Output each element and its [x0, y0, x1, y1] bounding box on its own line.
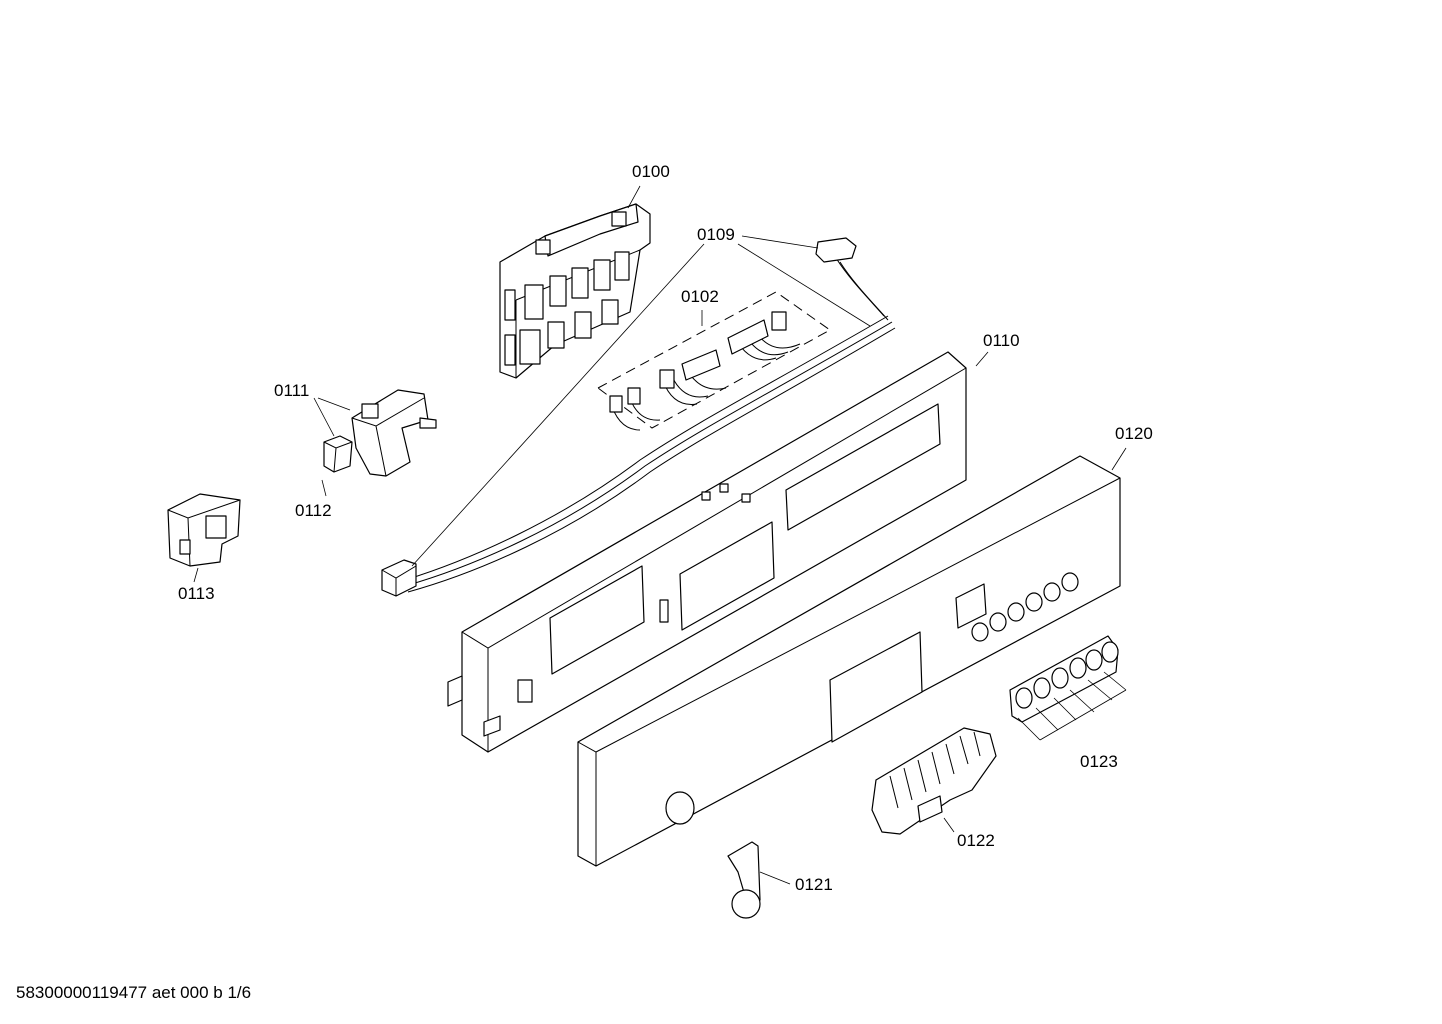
- label-0100: 0100: [632, 162, 670, 181]
- label-0122: 0122: [957, 831, 995, 850]
- label-0120: 0120: [1115, 424, 1153, 443]
- part-0113-switch: [167, 493, 241, 567]
- label-0102: 0102: [681, 287, 719, 306]
- label-0109: 0109: [697, 225, 735, 244]
- part-0121-knob: [727, 841, 761, 919]
- part-0109-wiring-harness: [381, 237, 896, 597]
- part-0123-button-strip: [1009, 635, 1127, 741]
- label-0112: 0112: [295, 501, 332, 520]
- part-0102-connectors: [597, 291, 831, 431]
- label-0111: 0111: [274, 381, 310, 400]
- label-0110: 0110: [983, 331, 1020, 350]
- label-0123: 0123: [1080, 752, 1118, 771]
- label-0113: 0113: [178, 584, 215, 603]
- label-0121: 0121: [795, 875, 833, 894]
- leader-lines: [193, 185, 1127, 885]
- part-0110-inner-frame: [447, 351, 967, 753]
- part-0111-relay: [351, 389, 437, 477]
- part-0112-capacitor: [323, 435, 353, 473]
- part-0100-control-module: [499, 203, 651, 379]
- part-0122-grip: [871, 727, 997, 835]
- part-0120-front-panel: [577, 455, 1121, 867]
- drawing-reference-number: 58300000119477 aet 000 b 1/6: [16, 983, 252, 1002]
